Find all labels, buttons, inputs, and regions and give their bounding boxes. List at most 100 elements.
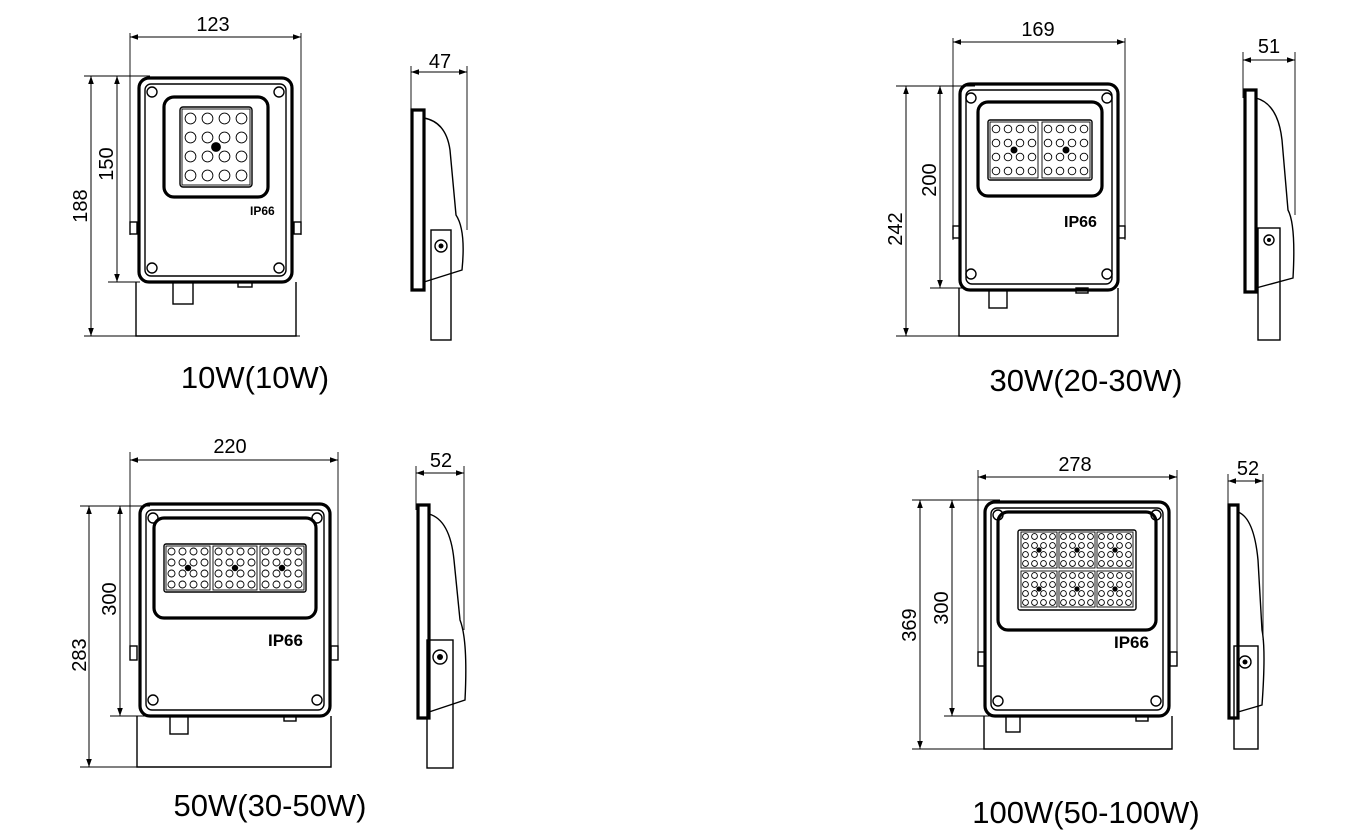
total-height-dimension: 242 xyxy=(885,212,907,245)
led-lens xyxy=(1031,599,1038,606)
led-lens xyxy=(1055,138,1065,148)
led-lens xyxy=(1049,560,1056,567)
led-lens xyxy=(200,580,209,589)
led-lens xyxy=(1098,560,1105,567)
led-lens xyxy=(1116,533,1123,540)
led-module xyxy=(259,545,305,591)
led-lens xyxy=(1078,533,1085,540)
led-center-dot xyxy=(1112,586,1118,592)
led-lens xyxy=(1040,581,1047,588)
led-lens xyxy=(1003,124,1013,134)
led-lens xyxy=(184,169,197,182)
width-dimension: 123 xyxy=(196,14,229,36)
led-lens xyxy=(247,569,256,578)
led-lens xyxy=(1067,166,1077,176)
led-lens xyxy=(1060,590,1067,597)
led-lens xyxy=(1098,542,1105,549)
led-lens xyxy=(261,558,270,567)
led-lens xyxy=(1125,560,1132,567)
led-lens xyxy=(1069,551,1076,558)
led-module-frame xyxy=(212,545,258,591)
led-center-dot xyxy=(1010,146,1018,154)
led-lens xyxy=(1107,590,1114,597)
led-lens xyxy=(1031,533,1038,540)
led-lens xyxy=(1098,533,1105,540)
led-lens xyxy=(1107,551,1114,558)
total-height-dimension: 283 xyxy=(69,638,91,671)
body-height-dimension: 200 xyxy=(919,163,941,196)
led-lens xyxy=(1003,138,1013,148)
led-module-frame xyxy=(165,545,211,591)
led-lens xyxy=(1116,590,1123,597)
led-lens xyxy=(1040,533,1047,540)
width-dimension: 278 xyxy=(1058,454,1091,476)
led-module-frame xyxy=(1058,570,1096,608)
led-lens xyxy=(236,547,245,556)
figure-caption: 100W(50-100W) xyxy=(972,795,1199,830)
led-lens xyxy=(1078,551,1085,558)
ip-rating-label: IP66 xyxy=(268,631,303,650)
side-view-30w: 51 xyxy=(1242,36,1296,341)
led-module xyxy=(1041,121,1091,179)
led-lens xyxy=(1049,572,1056,579)
led-lens xyxy=(1015,138,1025,148)
led-lens xyxy=(1022,599,1029,606)
led-lens xyxy=(1069,599,1076,606)
led-lens xyxy=(1078,560,1085,567)
led-lens xyxy=(189,547,198,556)
led-lens xyxy=(189,558,198,567)
led-lens xyxy=(1067,124,1077,134)
led-lens xyxy=(1060,560,1067,567)
led-lens xyxy=(236,580,245,589)
led-lens xyxy=(235,131,248,144)
led-lens xyxy=(1003,152,1013,162)
led-lens xyxy=(235,112,248,125)
led-lens xyxy=(225,547,234,556)
led-lens xyxy=(218,150,231,163)
led-lens xyxy=(1079,166,1089,176)
led-lens xyxy=(1022,572,1029,579)
led-lens xyxy=(1087,533,1094,540)
led-lens xyxy=(1031,542,1038,549)
led-module-frame xyxy=(1020,570,1058,608)
led-module xyxy=(1096,531,1134,569)
led-module xyxy=(1020,531,1058,569)
led-lens xyxy=(1015,124,1025,134)
led-lens xyxy=(1067,138,1077,148)
led-module xyxy=(1058,531,1096,569)
led-lens xyxy=(1043,166,1053,176)
body-height-dimension: 150 xyxy=(96,147,118,180)
led-lens xyxy=(1125,542,1132,549)
figure-50w: 220 283 300 IP66 52 xyxy=(69,436,467,823)
led-lens xyxy=(1022,533,1029,540)
led-lens xyxy=(1031,581,1038,588)
led-lens xyxy=(200,547,209,556)
led-lens xyxy=(1040,551,1047,558)
led-lens xyxy=(1067,152,1077,162)
led-lens xyxy=(1069,542,1076,549)
led-lens xyxy=(1060,542,1067,549)
led-lens xyxy=(294,547,303,556)
led-lens xyxy=(1098,590,1105,597)
led-lens xyxy=(1049,599,1056,606)
led-lens xyxy=(1049,590,1056,597)
led-lens xyxy=(1107,533,1114,540)
total-height-dimension: 369 xyxy=(899,608,921,641)
led-lens xyxy=(1116,560,1123,567)
led-lens xyxy=(1107,542,1114,549)
ip-rating-label: IP66 xyxy=(1114,633,1149,652)
depth-dimension: 52 xyxy=(1237,458,1259,480)
led-lens xyxy=(1003,166,1013,176)
led-lens xyxy=(1040,590,1047,597)
led-lens xyxy=(1049,542,1056,549)
led-lens xyxy=(1043,138,1053,148)
width-dimension: 169 xyxy=(1021,19,1054,41)
ip-rating-label: IP66 xyxy=(1064,214,1097,231)
led-lens xyxy=(1031,572,1038,579)
ip-rating-label: IP66 xyxy=(250,204,275,218)
led-lens xyxy=(201,112,214,125)
led-lens xyxy=(1027,138,1037,148)
led-module-frame xyxy=(1096,531,1134,569)
led-center-dot xyxy=(211,142,221,152)
led-lens xyxy=(167,547,176,556)
